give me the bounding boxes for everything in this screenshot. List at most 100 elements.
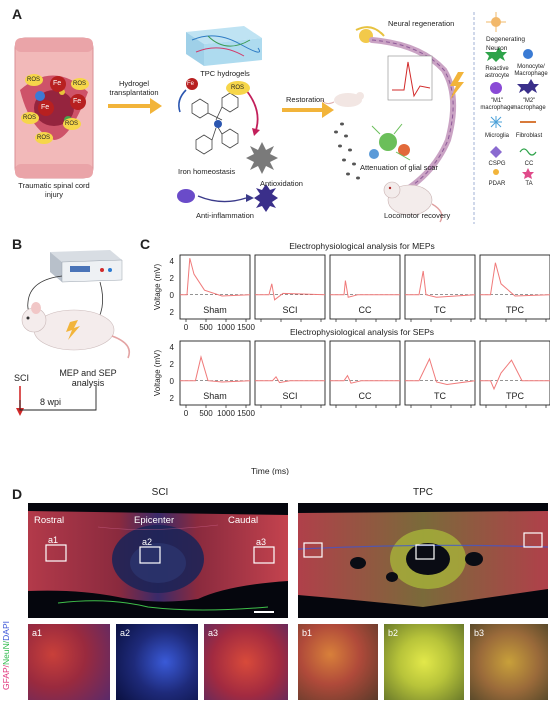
mep-group-label-2: CC: [359, 305, 372, 315]
sep-title: Electrophysiological analysis for SEPs: [289, 327, 435, 337]
mep-trace-2: [330, 280, 400, 298]
ros-bubbles: [21, 74, 89, 144]
fe-source-label: Fe: [187, 81, 195, 87]
sep-ytick-3: 2: [170, 394, 175, 403]
caudal-label: Caudal: [228, 515, 259, 526]
legend-pdar: PDAR: [488, 181, 506, 187]
antioxidation-label: Antioxidation: [260, 179, 303, 188]
mep-ytick-0: 4: [170, 257, 175, 266]
fe-label-3: Fe: [41, 104, 50, 111]
sep-trace-3: [405, 357, 476, 386]
epicenter-label: Epicenter: [134, 515, 175, 526]
zoom-label-a1: a1: [32, 628, 43, 638]
sep-box-0: [179, 340, 251, 406]
stain-gfap: GFAP/: [1, 664, 11, 690]
panel-label-c: C: [140, 236, 151, 252]
fe-spheres: [38, 76, 86, 116]
fe-atom-icon: [214, 120, 222, 128]
mep-xtick-3: 1500: [237, 323, 255, 332]
transplant-arrow: [108, 98, 162, 114]
zoom-b1: b1: [298, 624, 378, 700]
zoom-label-b2: b2: [388, 628, 399, 638]
timeline-analysis-label: MEP and SEP analysis: [59, 368, 117, 388]
hydrogel-label: TPC hydrogels: [200, 69, 250, 78]
panel-a-illustration: [14, 12, 539, 224]
ros-label-5: ROS: [37, 135, 51, 141]
mep-group-label-4: TPC: [506, 305, 525, 315]
sep-xtick-1: 500: [199, 409, 213, 418]
mep-title: Electrophysiological analysis for MEPs: [289, 241, 435, 251]
fe-source-icon: [186, 78, 198, 90]
sep-group-label-3: TC: [434, 391, 446, 401]
sep-box-2: [329, 340, 401, 406]
fe-arrow: [178, 89, 187, 113]
zoom-a3: a3: [204, 624, 288, 700]
panel-label-d: D: [12, 486, 23, 502]
mep-trace-3: [405, 270, 476, 298]
legend-cc: CC: [524, 161, 534, 167]
panel-label-b: B: [12, 236, 23, 252]
sep-ytick-2: 0: [170, 377, 175, 386]
mini-mep-plot: [387, 55, 433, 101]
timeline-sci-label: SCI: [14, 373, 30, 383]
sep-trace-4: [480, 359, 550, 391]
legend-microglia: Microglia: [484, 133, 509, 139]
sep-trace-0: [180, 355, 251, 383]
transplant-label: Hydrogel transplantation: [109, 79, 159, 97]
ros-label-1: ROS: [27, 77, 41, 83]
vertical-stain-label: GFAP/NeuN/DAPI: [1, 540, 13, 690]
zoom-label-b1: b1: [302, 628, 313, 638]
sep-xtick-2: 1000: [217, 409, 235, 418]
mep-ytick-3: 2: [170, 308, 175, 317]
mouse-figure-bottom: [383, 181, 443, 223]
sep-group-label-2: CC: [359, 391, 372, 401]
sep-trace-2: [330, 374, 400, 384]
mep-group-label-0: Sham: [203, 305, 227, 315]
ros-cloud-label: ROS: [231, 85, 245, 91]
zoom-label-b3: b3: [474, 628, 485, 638]
sep-xtick-3: 1500: [237, 409, 255, 418]
stain-dapi: DAPI: [1, 621, 11, 641]
anti-inflammation-arrow: [197, 195, 247, 203]
sep-ytick-0: 4: [170, 343, 175, 352]
mep-group-label-3: TC: [434, 305, 446, 315]
legend-monocyte: Monocyte/ Macrophage: [514, 64, 548, 77]
legend-icons: [485, 12, 539, 179]
zoom-b3: b3: [470, 624, 548, 700]
time-xlabel: Time (ms): [251, 466, 289, 475]
glial-scar-cells: [369, 123, 411, 161]
sci-overview-image: Rostral Epicenter Caudal a1 a2 a3: [28, 503, 288, 618]
lightning-icon: [450, 72, 464, 100]
mep-box-1: [254, 254, 326, 320]
sep-box-3: [404, 340, 476, 406]
mep-trace-0: [180, 258, 251, 297]
mep-group-label-1: SCI: [282, 305, 297, 315]
legend-cspg: CSPG: [488, 161, 506, 167]
mep-box-2: [329, 254, 401, 320]
neural-regeneration-label: Neural regeneration: [388, 19, 455, 28]
stain-neun: NeuN/: [1, 640, 11, 665]
zoom-label-a2: a2: [120, 628, 131, 638]
sep-group-label-4: TPC: [506, 391, 525, 401]
iron-homeostasis-label: Iron homeostasis: [178, 167, 236, 176]
mep-ytick-1: 2: [170, 274, 175, 283]
box-label-a3: a3: [256, 537, 267, 547]
mouse-figure-top: [321, 92, 364, 107]
zoom-b2: b2: [384, 624, 464, 700]
sep-group-label-0: Sham: [203, 391, 227, 401]
sep-group-label-1: SCI: [282, 391, 297, 401]
tpc-overview-image: [298, 503, 548, 618]
box-label-a2: a2: [142, 537, 153, 547]
legend-degenerating-neuron: Degenerating Neuron: [486, 36, 526, 52]
mep-xtick-0: 0: [184, 323, 189, 332]
mep-ylabel: Voltage (mV): [153, 264, 162, 311]
box-label-a1: a1: [48, 535, 59, 545]
mep-trace-4: [480, 262, 550, 297]
restoration-label: Restoration: [286, 95, 325, 104]
legend-fibroblast: Fibroblast: [515, 133, 543, 139]
mep-xtick-1: 500: [199, 323, 213, 332]
fe-label-1: Fe: [53, 80, 62, 87]
tpc-title: TPC: [413, 487, 433, 498]
sci-title: SCI: [151, 487, 169, 498]
